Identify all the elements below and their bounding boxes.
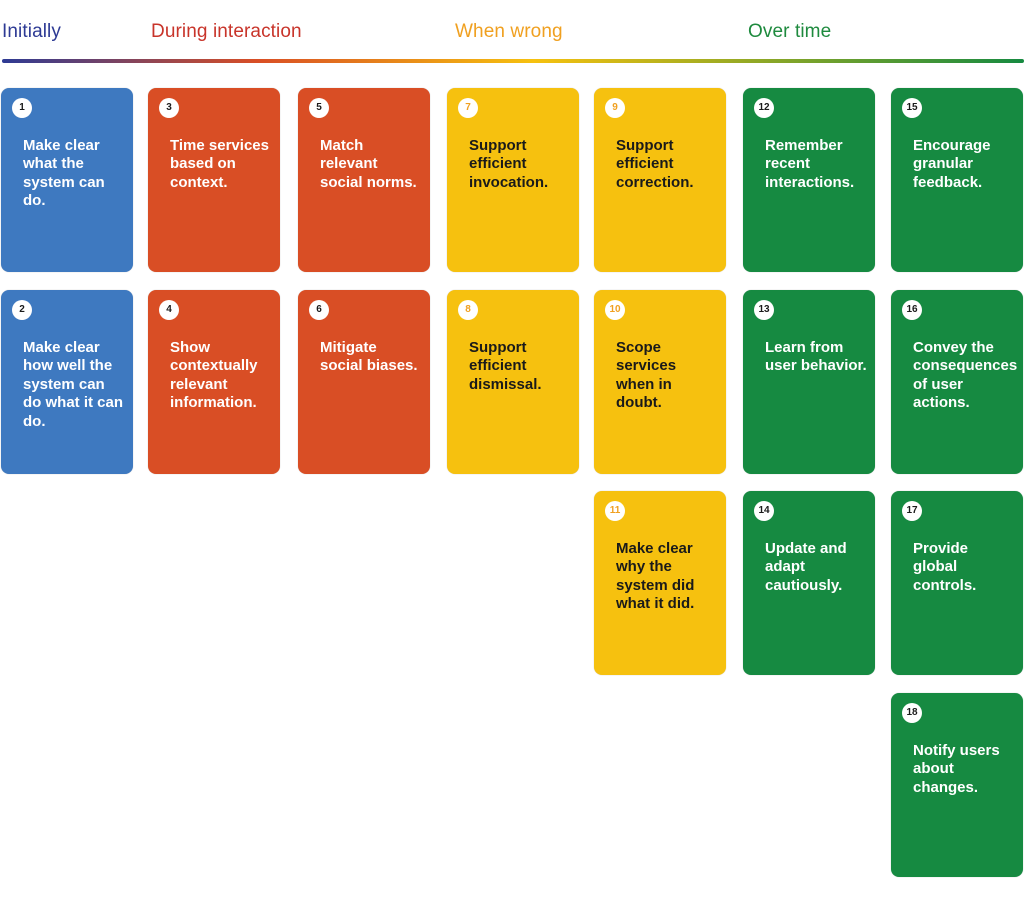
card-guideline-text: Time services based on context. bbox=[170, 137, 269, 191]
card-number-badge: 15 bbox=[902, 98, 922, 118]
heading-during-interaction: During interaction bbox=[151, 21, 302, 42]
card-number-badge: 14 bbox=[754, 501, 774, 521]
card-number-badge: 18 bbox=[902, 703, 922, 723]
card-guideline-text: Mitigate social biases. bbox=[320, 339, 418, 375]
card-guideline-text: Encourage granular feedback. bbox=[913, 137, 991, 191]
card-guideline-text: Learn from user behavior. bbox=[765, 339, 867, 375]
card-guideline-text: Show contextually relevant information. bbox=[170, 339, 258, 412]
card-guideline-text: Notify users about changes. bbox=[913, 742, 1000, 796]
card-guideline-text: Support efficient dismissal. bbox=[469, 339, 542, 393]
card-number-badge: 4 bbox=[159, 300, 179, 320]
card-number-badge: 2 bbox=[12, 300, 32, 320]
card-number-badge: 10 bbox=[605, 300, 625, 320]
card-guideline-text: Provide global controls. bbox=[913, 540, 977, 594]
card-number-badge: 1 bbox=[12, 98, 32, 118]
card-number-badge: 9 bbox=[605, 98, 625, 118]
card-guideline-text: Scope services when in doubt. bbox=[616, 339, 677, 412]
card-number-badge: 5 bbox=[309, 98, 329, 118]
card-guideline-text: Match relevant social norms. bbox=[320, 137, 417, 191]
card-guideline-text: Support efficient correction. bbox=[616, 137, 694, 191]
card-number-badge: 12 bbox=[754, 98, 774, 118]
card-guideline-text: Make clear why the system did what it di… bbox=[616, 540, 695, 613]
card-guideline-text: Make clear what the system can do. bbox=[23, 137, 105, 210]
heading-when-wrong: When wrong bbox=[455, 21, 563, 42]
card-number-badge: 7 bbox=[458, 98, 478, 118]
card-guideline-text: Make clear how well the system can do wh… bbox=[23, 339, 124, 430]
heading-over-time: Over time bbox=[748, 21, 832, 42]
card-number-badge: 17 bbox=[902, 501, 922, 521]
card-number-badge: 6 bbox=[309, 300, 329, 320]
card-number-badge: 3 bbox=[159, 98, 179, 118]
card-number-badge: 8 bbox=[458, 300, 478, 320]
card-guideline-text: Remember recent interactions. bbox=[765, 137, 855, 191]
gradient-divider bbox=[2, 59, 1024, 63]
card-guideline-text: Convey the consequences of user actions. bbox=[913, 339, 1018, 412]
card-number-badge: 11 bbox=[605, 501, 625, 521]
card-number-badge: 16 bbox=[902, 300, 922, 320]
card-guideline-text: Update and adapt cautiously. bbox=[765, 540, 847, 594]
card-number-badge: 13 bbox=[754, 300, 774, 320]
heading-initially: Initially bbox=[2, 21, 61, 42]
card-guideline-text: Support efficient invocation. bbox=[469, 137, 549, 191]
